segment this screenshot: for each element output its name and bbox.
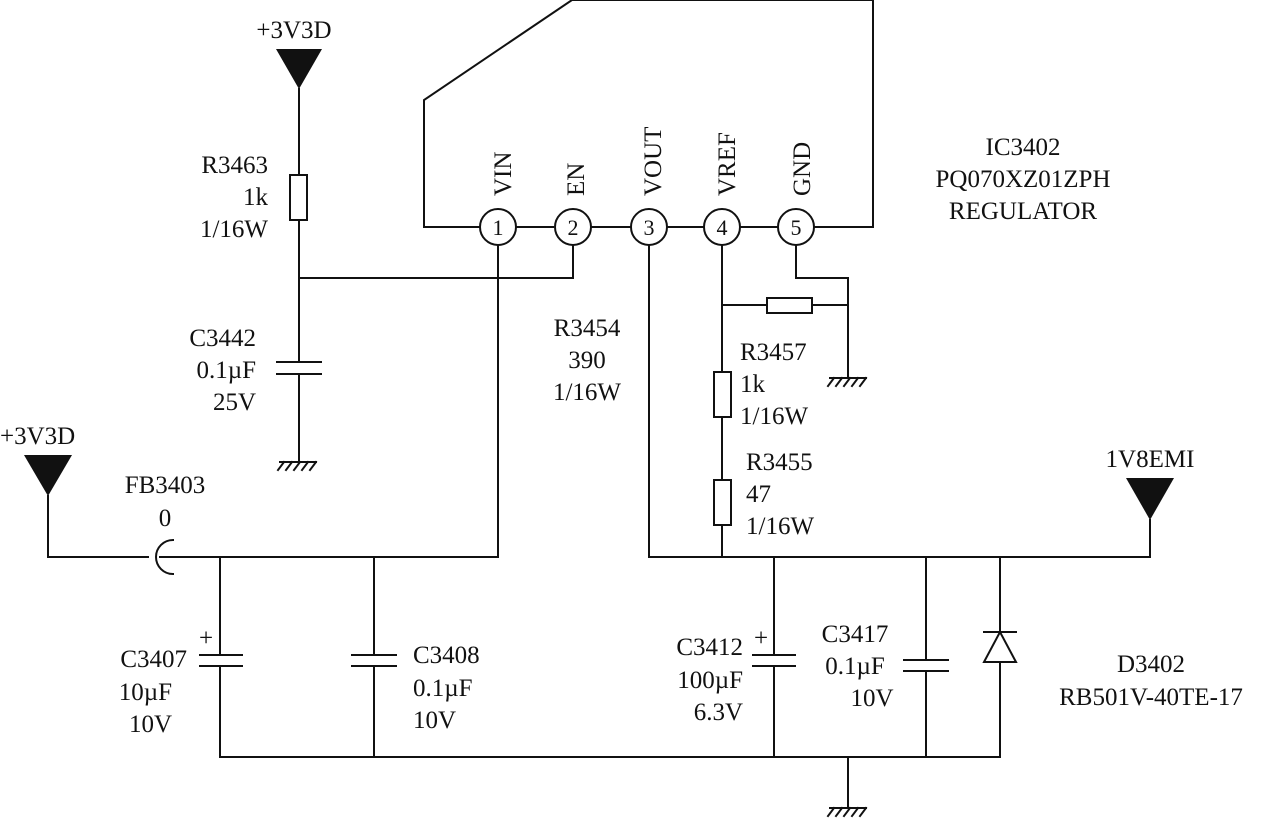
fb3403-ferrite-bead	[155, 538, 175, 576]
pin-3-name: VOUT	[640, 127, 667, 196]
c3442-voltage: 25V	[213, 389, 256, 416]
fb3403-ref: FB3403	[125, 472, 206, 499]
c3442-ground-icon	[276, 460, 318, 472]
output-rail-symbol	[1126, 478, 1174, 558]
c3417-capacitor	[903, 556, 949, 758]
c3442-ref: C3442	[189, 325, 256, 352]
r3454-value: 390	[568, 347, 606, 374]
c3412-capacitor	[752, 556, 796, 758]
gnd-pin-ground-icon	[826, 376, 868, 388]
r3455-value: 47	[746, 481, 771, 508]
ic-pin-1: 1	[479, 208, 517, 246]
c3442-value: 0.1µF	[196, 357, 256, 384]
fb3403-value: 0	[159, 505, 172, 532]
ic-ref-label: IC3402	[986, 134, 1061, 161]
pin-4-name: VREF	[714, 132, 741, 196]
c3408-ref: C3408	[413, 642, 480, 669]
pin-1-number: 1	[493, 215, 504, 240]
ic-type-label: REGULATOR	[949, 198, 1097, 225]
pin-3-number: 3	[644, 215, 655, 240]
ic-body	[423, 0, 874, 228]
c3417-value: 0.1µF	[825, 653, 885, 680]
c3417-ref: C3417	[822, 621, 889, 648]
pin-4-number: 4	[717, 215, 728, 240]
c3407-value: 10µF	[119, 679, 172, 706]
left-supply-label: +3V3D	[0, 423, 75, 450]
r3463-power: 1/16W	[200, 216, 268, 243]
r3455-ref: R3455	[746, 449, 813, 476]
pin-2-name: EN	[563, 163, 590, 196]
c3417-voltage: 10V	[850, 685, 893, 712]
ic-pin-4: 4	[703, 208, 741, 246]
top-supply-label: +3V3D	[256, 17, 331, 44]
r3454-ref: R3454	[554, 315, 621, 342]
top-supply-symbol	[276, 49, 322, 176]
ic-pin-3: 3	[630, 208, 668, 246]
c3407-ref: C3407	[120, 646, 187, 673]
r3457-resistor	[713, 371, 732, 418]
d3402-ref: D3402	[1117, 651, 1185, 678]
pin-2-number: 2	[568, 215, 579, 240]
r3457-power: 1/16W	[740, 403, 808, 430]
c3412-voltage: 6.3V	[694, 699, 743, 726]
pin-5-name: GND	[789, 142, 816, 196]
r3457-value: 1k	[740, 371, 766, 398]
c3442-capacitor	[276, 361, 322, 463]
c3412-value: 100µF	[677, 667, 743, 694]
output-rail-label: 1V8EMI	[1106, 446, 1195, 473]
ic-pin-2: 2	[554, 208, 592, 246]
d3402-diode	[982, 556, 1018, 758]
d3402-part: RB501V-40TE-17	[1059, 684, 1243, 711]
r3454-power: 1/16W	[553, 379, 621, 406]
r3455-power: 1/16W	[746, 513, 814, 540]
c3408-value: 0.1µF	[413, 675, 473, 702]
c3407-capacitor	[199, 556, 243, 758]
ic-pin-5: 5	[777, 208, 815, 246]
c3408-voltage: 10V	[413, 707, 456, 734]
r3454-resistor	[766, 297, 813, 314]
c3412-polarity: +	[754, 625, 768, 652]
r3463-value: 1k	[243, 184, 269, 211]
pin-1-name: VIN	[490, 152, 517, 196]
r3455-resistor	[713, 479, 732, 526]
pin-5-number: 5	[791, 215, 802, 240]
c3412-ref: C3412	[676, 634, 743, 661]
r3457-ref: R3457	[740, 339, 807, 366]
left-supply-symbol	[24, 455, 72, 558]
c3407-voltage: 10V	[129, 711, 172, 738]
bottom-ground-icon	[826, 806, 868, 818]
ic-part-label: PQ070XZ01ZPH	[935, 166, 1110, 193]
c3408-capacitor	[351, 556, 397, 758]
r3463-resistor	[289, 174, 308, 221]
c3407-polarity: +	[199, 625, 213, 652]
r3463-ref: R3463	[201, 152, 268, 179]
